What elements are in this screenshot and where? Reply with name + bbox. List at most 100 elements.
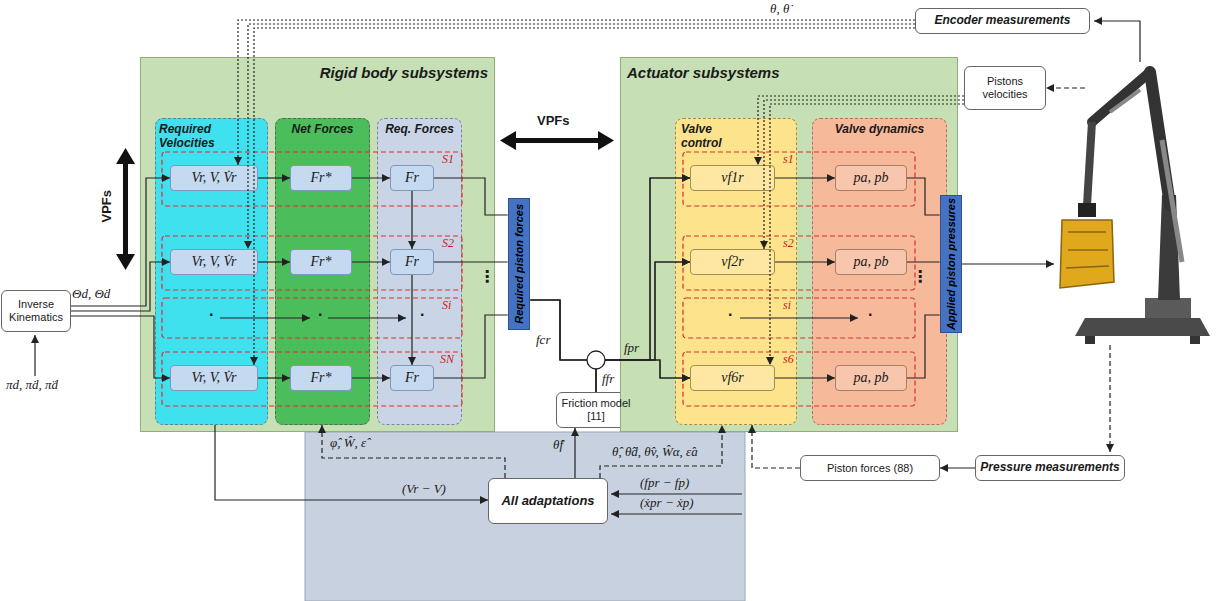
crane-cylinder [1110,90,1140,112]
process-box: Fr* [290,165,352,191]
signal-name: (fpr − fp) [640,476,689,491]
process-box: Vr, V, V̇r [170,249,258,275]
node-text: Valve dynamics [816,123,943,137]
ellipsis-dot: . [420,302,424,320]
process-box: Vr, V, V̇r [170,165,258,191]
connector [530,262,690,360]
vpf-arrow [116,131,614,270]
subsystem-tag: si [783,299,791,313]
subsystem-frame [683,352,915,406]
process-box: Inverse Kinematics [1,290,71,332]
node-text: All adaptations [501,494,594,509]
crane-base [1075,318,1210,336]
ellipsis-dot: . [868,302,872,320]
signal-name: fcr [536,333,550,348]
model-box: Friction model [11] [556,392,636,428]
connector [238,20,915,165]
signal-line [611,513,742,514]
ellipsis-dot: ⋮ [479,268,495,286]
process-box: Fr* [290,365,352,391]
subsystem-panel: Rigid body subsystemsRequired Velocities… [140,57,495,432]
process-box: Fr [390,165,434,191]
signal-line [962,263,1054,264]
subsystem-frame [162,298,462,338]
vpf-arrow [116,148,135,164]
ellipsis-dot: . [318,302,322,320]
connector [258,177,290,178]
connector [434,261,508,262]
crane-leg [1190,336,1200,344]
connector [258,261,290,262]
sensor-box: Pistons velocities [964,66,1046,110]
connector [775,261,835,262]
connector [907,261,940,262]
process-box: vf1r [690,165,775,191]
subsystem-tag: S2 [442,237,454,251]
node-text: Fr [405,254,419,270]
signal-line [1094,21,1140,62]
connector [940,467,975,468]
connector [775,177,835,178]
connector [411,191,412,249]
node-text: Rigid body subsystems [147,62,488,81]
connector [574,428,575,478]
signal-name: Θd, Θ̇d [72,287,110,302]
subsystem-frame [162,152,462,206]
node-text: Fr [405,370,419,386]
node-text: vf1r [721,170,744,186]
vpf-arrow [512,138,602,143]
ellipsis-dot: ⋮ [912,268,928,286]
node-text: Pistons velocities [965,75,1045,100]
node-text: vf2r [721,254,744,270]
subsystem-tag: s2 [783,237,794,251]
vpf-arrow [500,131,516,150]
connector [596,360,690,392]
connector [71,316,170,378]
subsystem-tag: s6 [783,353,794,367]
connector [764,100,964,249]
signal-line [35,21,1140,514]
signal-line [1046,87,1085,88]
connector [907,315,940,378]
process-box: All adaptations [488,478,608,524]
signal-line [1109,345,1110,452]
signal-name: (ẋpr − ẋp) [640,496,694,511]
connector [352,261,390,262]
subsystem-frame [162,236,462,290]
connector [907,178,940,215]
signal-name: fpr [624,341,639,356]
node-text: Piston forces (88) [827,462,913,475]
group-panel: Valve controlvf1rvf2rvf6r [675,118,797,425]
signal-line [220,317,310,318]
signal-name: (Vr − V) [402,482,446,497]
connector [258,377,290,378]
connector [254,28,915,365]
arrow-label: VPFs [537,114,570,129]
node-text: Fr* [311,170,332,186]
connector [71,178,170,306]
process-box: Fr [390,365,434,391]
connector [71,262,170,311]
sensor-box: Encoder measurements [915,8,1090,34]
connector [434,315,508,378]
signal-line [34,335,35,376]
subsystem-frame [683,298,915,338]
vpf-arrow [598,131,614,150]
signal-name: θ̂f [553,438,563,453]
adaptation-panel [305,432,745,601]
node-text: Net Forces [279,123,366,137]
signal-name: πd, π̇d, π̈d [6,378,58,393]
node-text: Vr, V, V̇r [191,370,236,386]
crane-rotator [1078,203,1096,217]
crane-illustration [1060,72,1210,344]
subsystem-frame [683,236,915,290]
process-box: Piston forces (88) [800,455,940,481]
signal-name: φ̂, Ŵ, ε̂ [330,436,366,451]
crane-grapple [1066,232,1109,268]
node-text: Vr, V, V̇r [191,254,236,270]
signal-line [740,317,858,318]
process-box: Vr, V, V̇r [170,365,258,391]
crane-leg [1085,336,1095,344]
